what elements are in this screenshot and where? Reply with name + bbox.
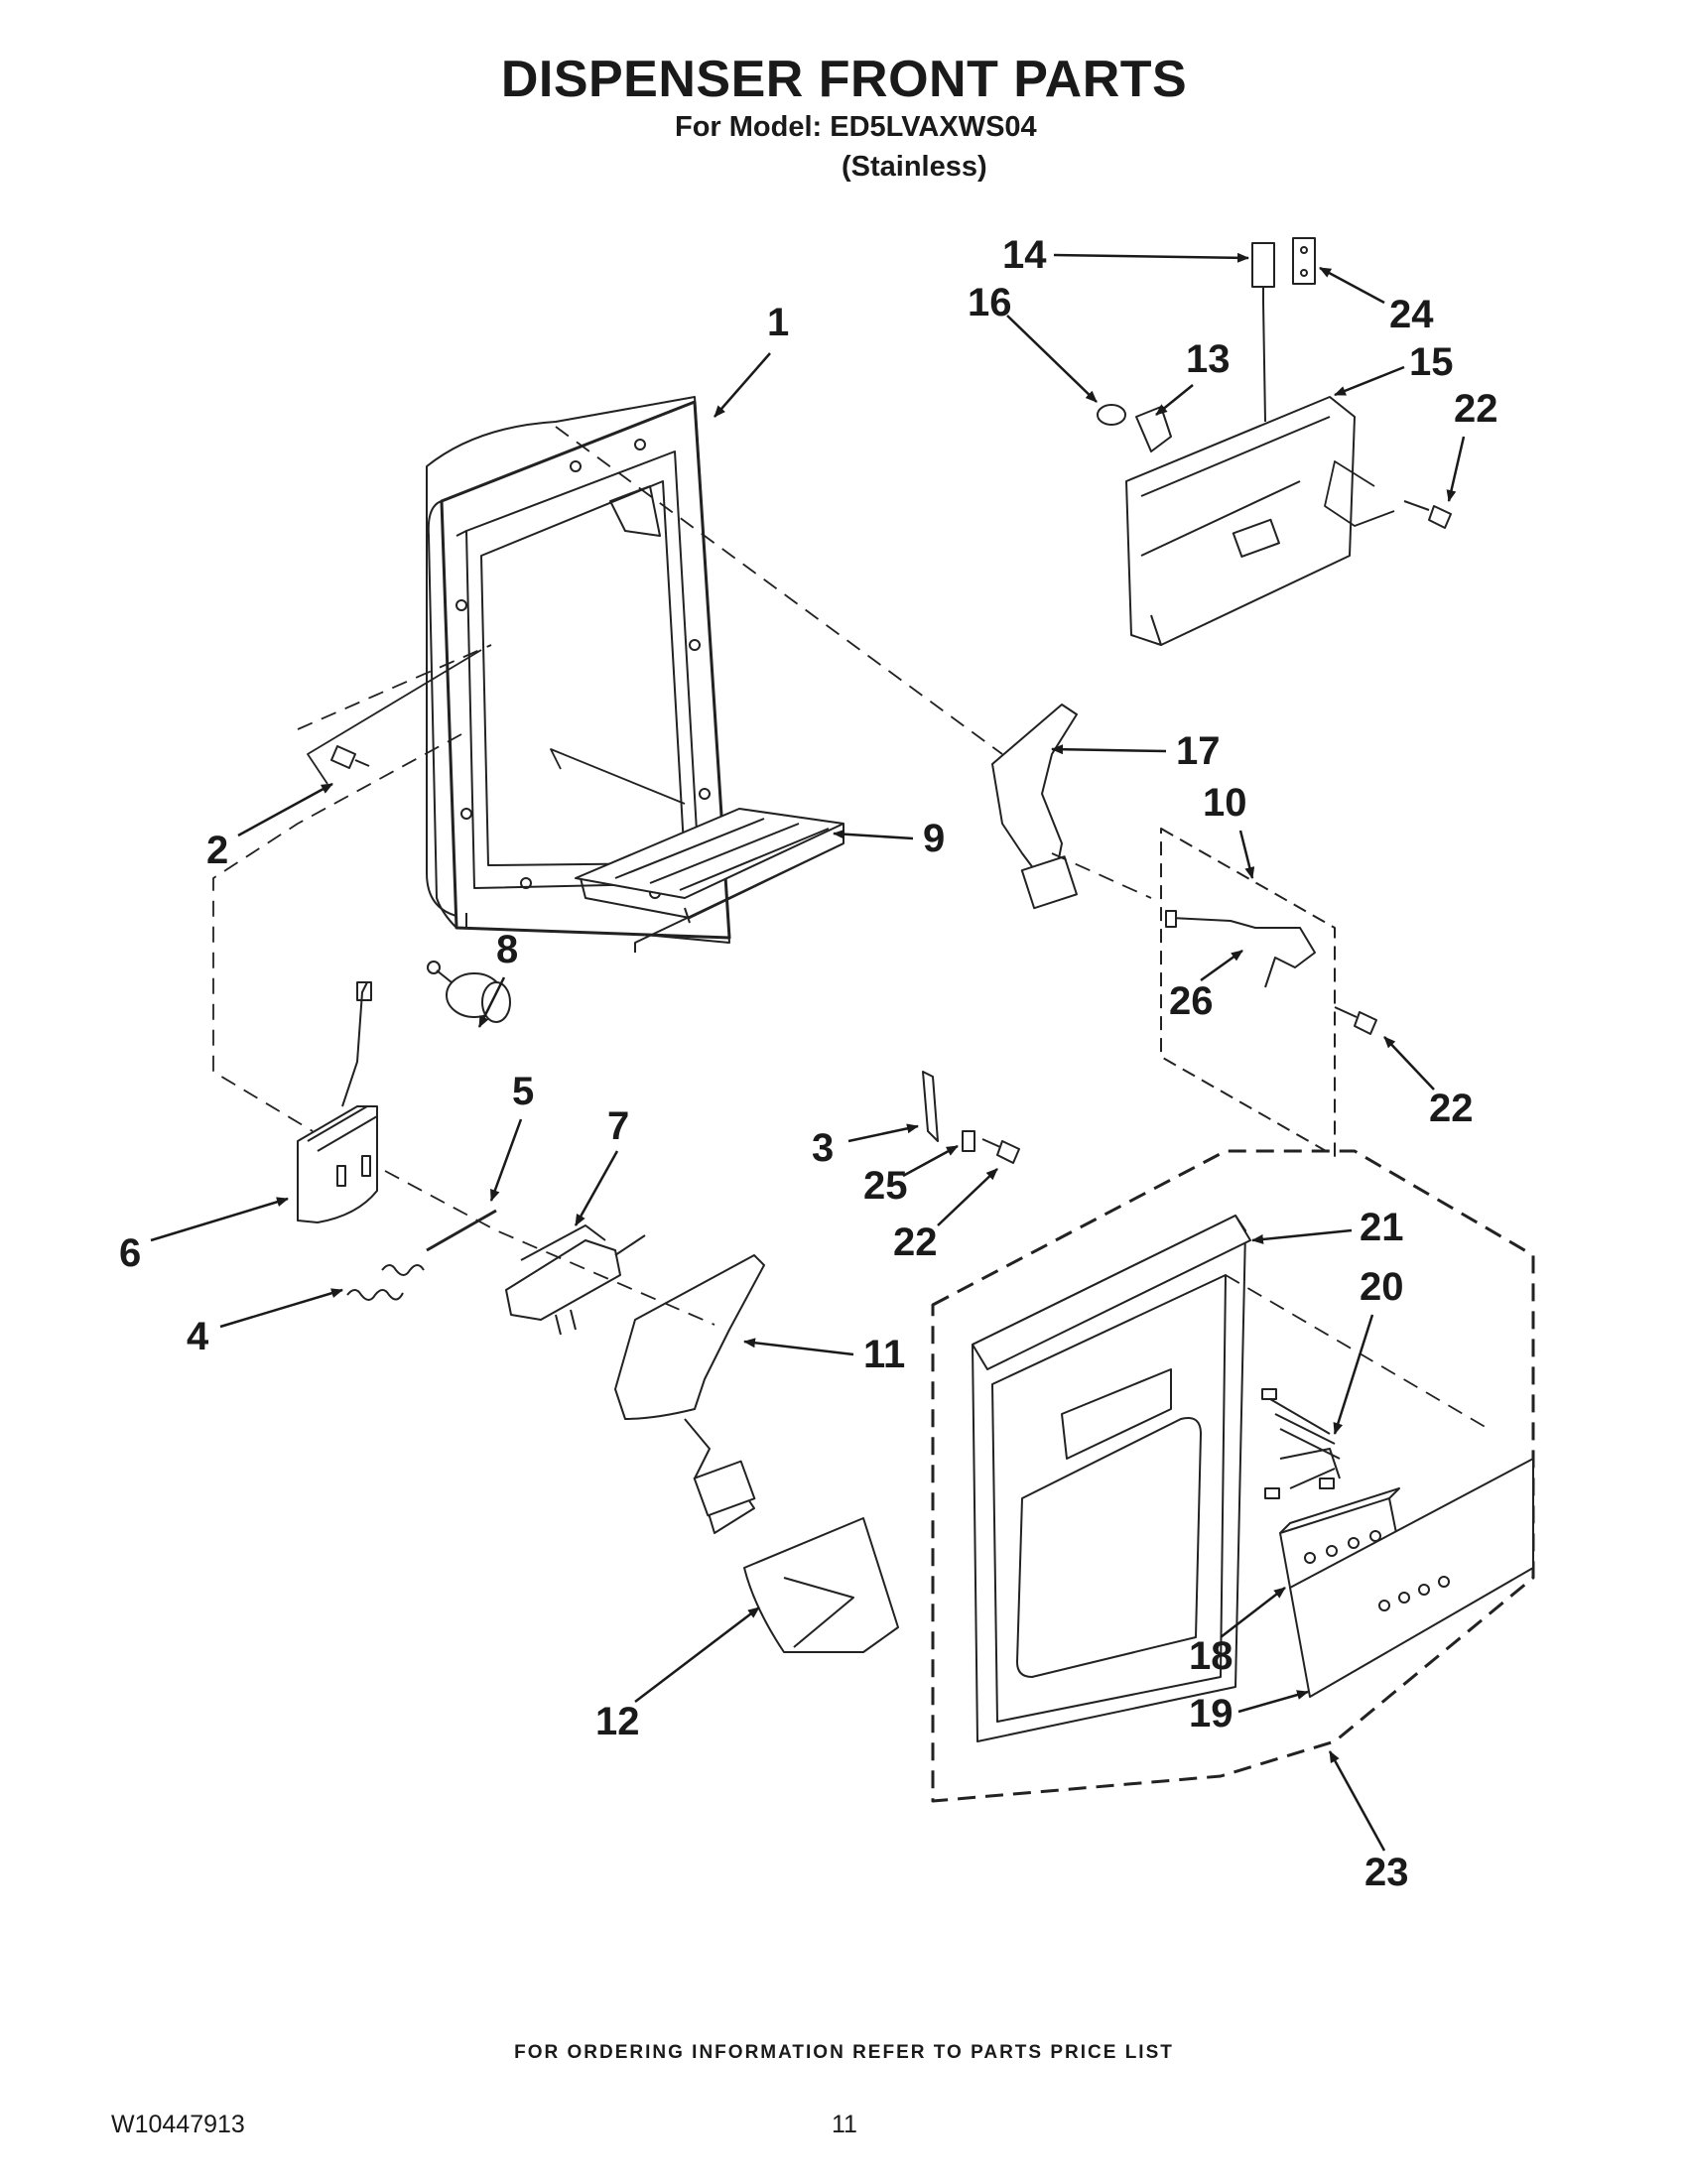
callout-20: 20 [1360,1265,1404,1309]
callout-9: 9 [923,817,945,860]
callout-8: 8 [496,928,518,971]
callout-12: 12 [595,1700,640,1743]
callout-4: 4 [187,1315,209,1358]
solenoid-part [297,981,378,1223]
lever-bracket-part [505,1224,646,1336]
callout-labels: 1 2 3 4 5 6 7 8 9 10 11 12 13 14 15 16 1 [119,233,1498,1894]
screw-part-22-low [981,1138,1020,1164]
pad-part [962,1130,975,1152]
water-paddle-part [991,704,1078,910]
model-line: For Model: ED5LVAXWS04 [675,111,1037,143]
callout-1: 1 [767,301,789,344]
switch-part [1251,242,1275,303]
document-number: W10447913 [111,2111,245,2138]
callout-21: 21 [1360,1206,1404,1249]
callout-2: 2 [206,829,228,872]
front-panel-part [972,1215,1251,1742]
lamp-socket-part [1135,406,1172,452]
motor-part [427,961,511,1023]
page-title: DISPENSER FRONT PARTS [500,51,1188,108]
dashed-box-23 [931,1149,1535,1803]
dashed-box-10 [1160,828,1336,1157]
dispenser-housing-part [426,396,731,944]
callout-17: 17 [1176,729,1221,773]
page-number: 11 [832,2111,857,2138]
lever-part [1165,910,1316,988]
ordering-note: FOR ORDERING INFORMATION REFER TO PARTS … [514,2042,1174,2063]
ice-paddle-part [614,1254,765,1534]
callout-22-top: 22 [1454,387,1498,431]
callout-11: 11 [863,1333,905,1376]
callout-22-low: 22 [893,1220,938,1264]
wire-harness-part [1261,1388,1341,1499]
spring-part [346,1264,425,1301]
callout-25: 25 [863,1164,908,1208]
callout-23: 23 [1364,1851,1409,1894]
callout-10: 10 [1203,781,1247,825]
chute-part [743,1517,899,1653]
callout-5: 5 [512,1070,534,1113]
callout-6: 6 [119,1231,141,1275]
clip-part [922,1071,939,1142]
callout-16: 16 [968,281,1012,324]
variant-label: (Stainless) [842,151,987,183]
callout-26: 26 [1169,979,1214,1023]
bracket-part [1125,302,1356,646]
callout-18: 18 [1189,1634,1234,1678]
control-overlay-part [1289,1458,1534,1698]
screw-part-22-top [1403,500,1452,529]
callout-13: 13 [1186,337,1231,381]
callout-3: 3 [812,1126,834,1170]
screw-part [330,745,370,769]
callout-15: 15 [1409,340,1454,384]
callout-19: 19 [1189,1692,1234,1735]
lamp-part [1097,404,1126,426]
screw-part-22-mid [1334,1006,1377,1035]
callout-24: 24 [1389,293,1434,336]
insulator-plate-part [1292,237,1316,285]
callout-22-right: 22 [1429,1087,1474,1130]
callout-7: 7 [607,1104,629,1148]
callout-14: 14 [1002,233,1047,277]
pin-part [426,1209,497,1252]
